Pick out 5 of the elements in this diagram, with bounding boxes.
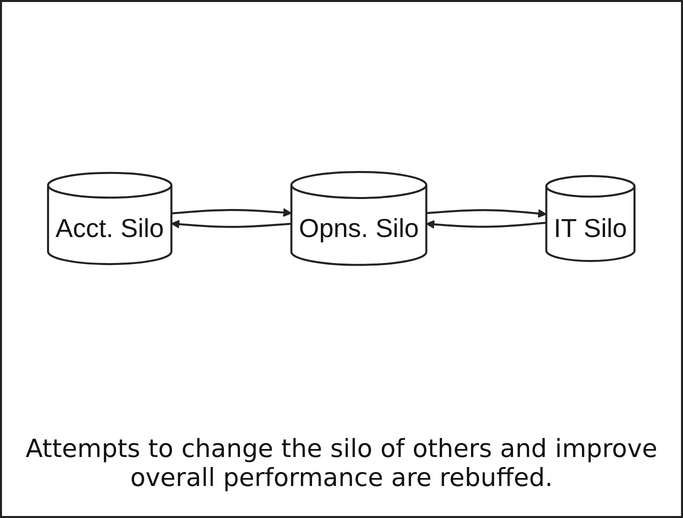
caption: Attempts to change the silo of others and improve overall performance are rebuffed. [24, 434, 658, 494]
arrow [426, 220, 547, 228]
arrow [171, 219, 292, 228]
arrow [172, 208, 292, 216]
arrow [426, 208, 547, 218]
